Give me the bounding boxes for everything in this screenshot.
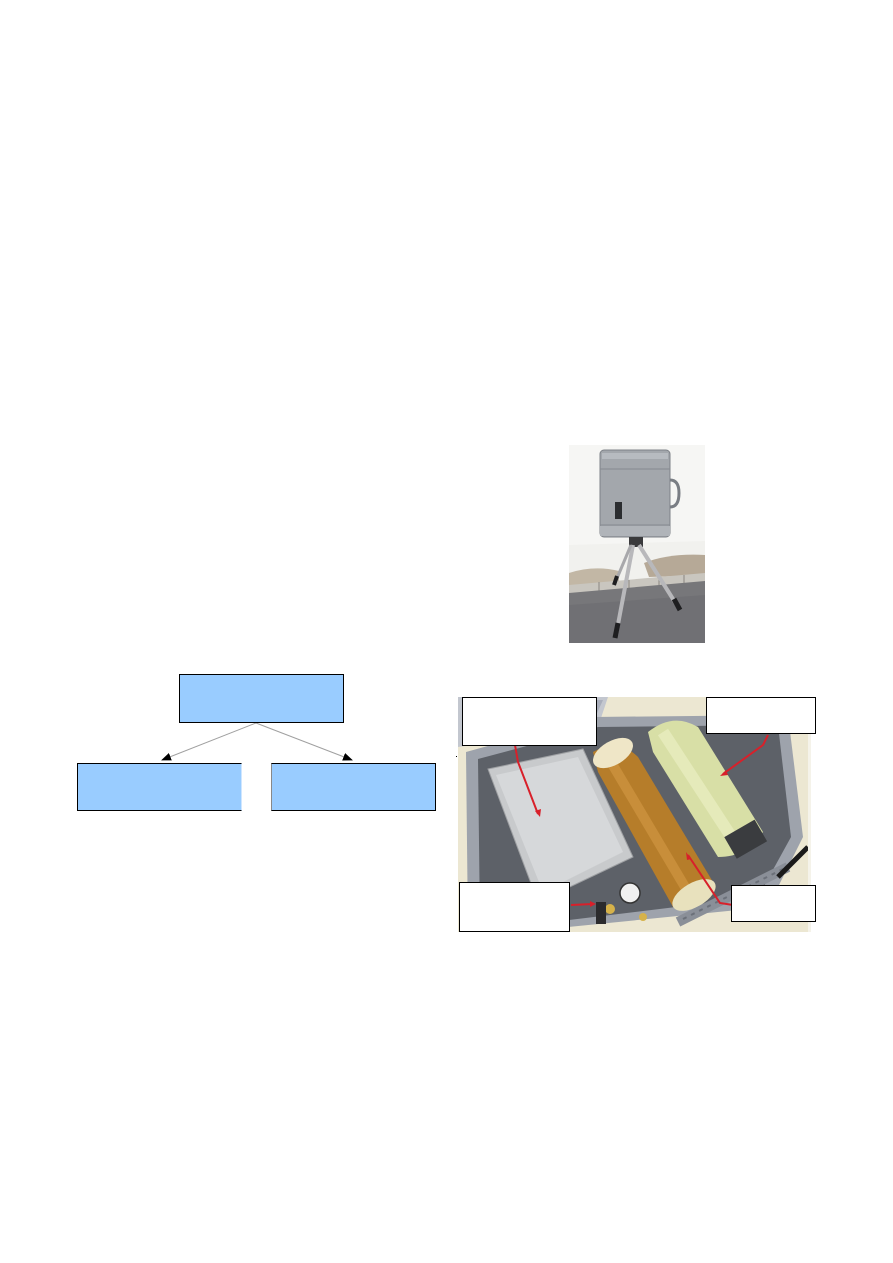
instrument-case-on-tripod-image bbox=[569, 445, 705, 643]
diagram-left-child-node bbox=[77, 763, 242, 811]
diagram-right-child-node bbox=[271, 763, 436, 811]
callout-box-top-left bbox=[462, 697, 597, 746]
callout-box-bottom-right bbox=[731, 885, 816, 922]
arrow-to-left-child bbox=[161, 722, 257, 761]
callout-box-bottom-left bbox=[459, 882, 570, 932]
stray-dot bbox=[456, 756, 457, 757]
open-case-with-cylinders-image bbox=[458, 697, 811, 932]
tripod-photo bbox=[569, 445, 705, 643]
diagram-root-node bbox=[179, 674, 344, 723]
open-case-photo bbox=[458, 697, 811, 932]
arrow-to-right-child bbox=[255, 722, 353, 761]
callout-box-top-right bbox=[706, 697, 816, 734]
